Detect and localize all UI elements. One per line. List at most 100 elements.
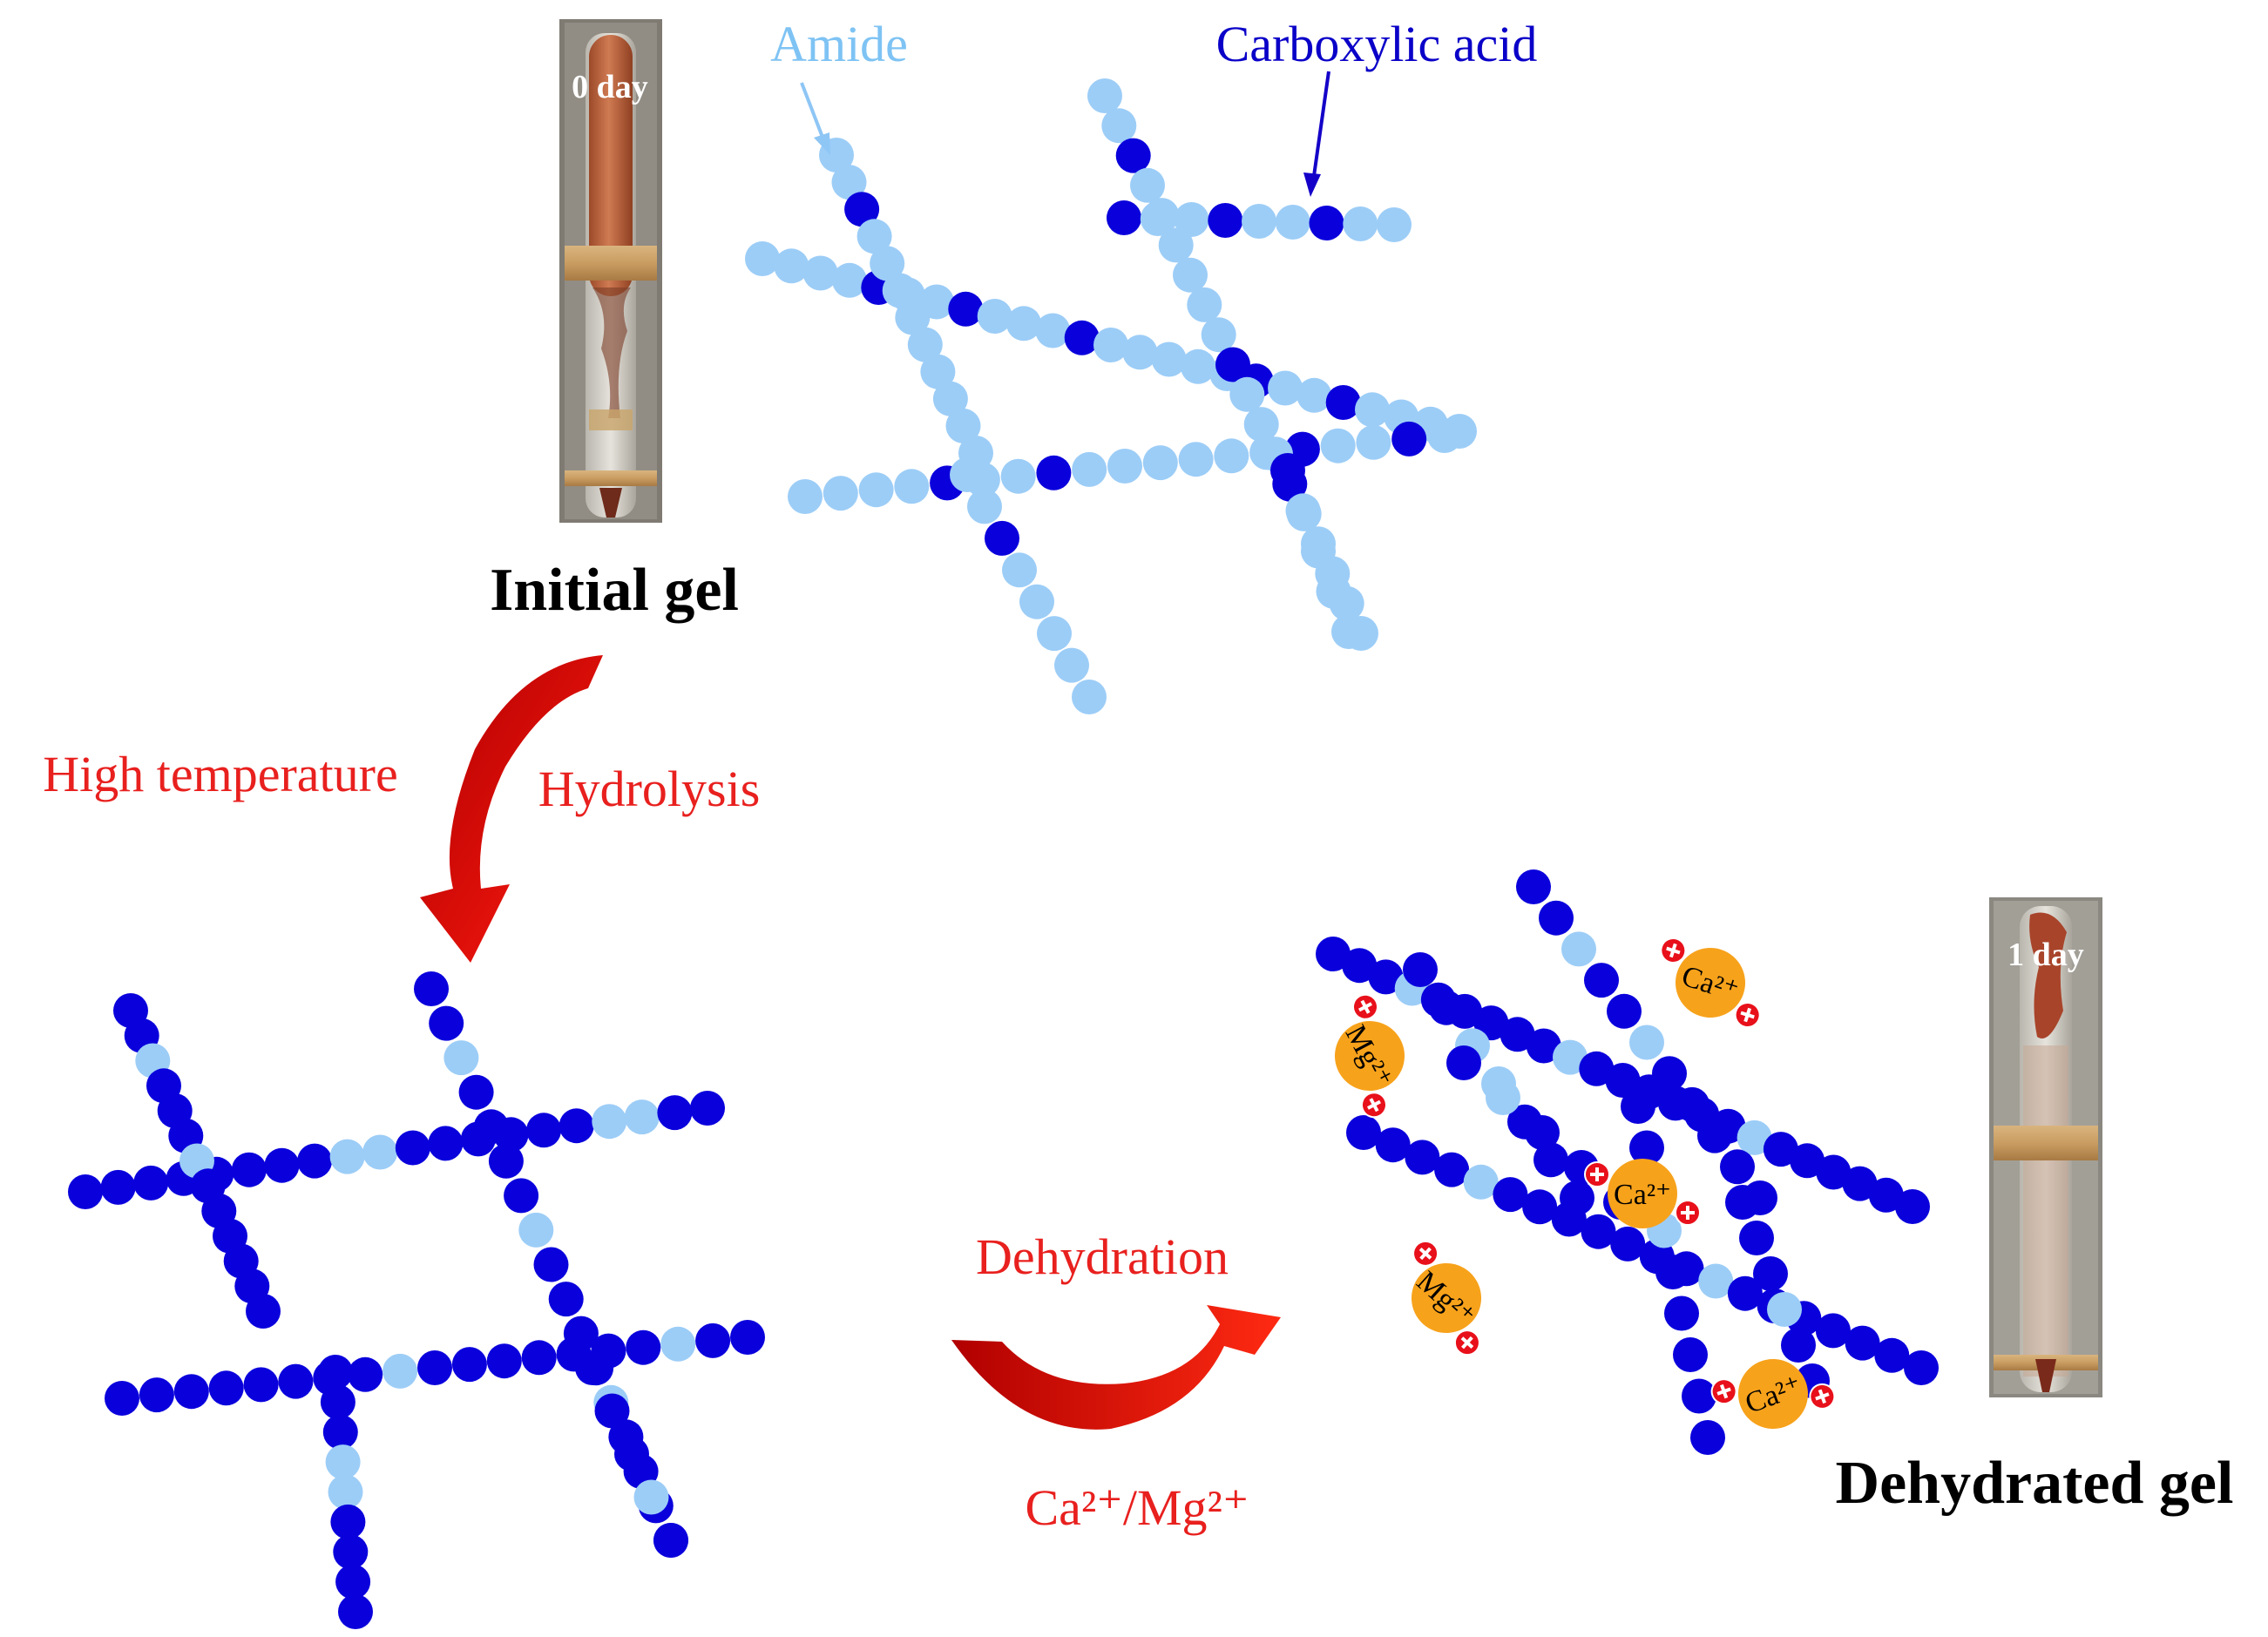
carboxylic-acid-bead bbox=[1533, 1142, 1568, 1178]
amide-bead bbox=[977, 299, 1012, 334]
dehydrated-gel-title: Dehydrated gel bbox=[1836, 1450, 2234, 1517]
carboxylic-acid-bead bbox=[626, 1329, 661, 1365]
carboxylic-acid-bead bbox=[1895, 1189, 1930, 1224]
carboxylic-acid-bead bbox=[322, 1414, 358, 1450]
carboxylic-acid-bead bbox=[690, 1091, 725, 1126]
carboxylic-acid-bead bbox=[559, 1108, 594, 1144]
carboxylic-acid-bead bbox=[1605, 1063, 1641, 1098]
amide-bead bbox=[1181, 348, 1215, 384]
carboxylic-acid-bead bbox=[1727, 1275, 1763, 1311]
carboxylic-acid-bead bbox=[105, 1381, 139, 1416]
carboxylic-acid-bead bbox=[844, 192, 880, 227]
carboxylic-acid-bead bbox=[1607, 993, 1642, 1029]
carboxylic-acid-bead bbox=[486, 1343, 522, 1379]
amide-bead bbox=[1174, 202, 1209, 237]
amide-bead bbox=[329, 1139, 365, 1174]
carboxylic-acid-bead bbox=[100, 1169, 136, 1205]
amide-bead bbox=[1002, 552, 1037, 588]
amide-bead bbox=[383, 1353, 418, 1389]
carboxylic-acid-bead bbox=[1429, 990, 1464, 1025]
amide-bead bbox=[1737, 1120, 1772, 1155]
carboxylic-acid-bead bbox=[521, 1340, 557, 1376]
amide-bead bbox=[1072, 680, 1107, 714]
calcium-ion: Ca²⁺ bbox=[1660, 937, 1761, 1028]
ca-mg-label: Ca²⁺/Mg²⁺ bbox=[1025, 1479, 1249, 1536]
amide-bead bbox=[1463, 1164, 1499, 1200]
carboxylic-acid-bead bbox=[1584, 963, 1619, 998]
amide-bead bbox=[802, 255, 838, 291]
carboxylic-acid-bead bbox=[318, 1355, 353, 1390]
carboxylic-acid-bead bbox=[335, 1564, 371, 1600]
carboxylic-acid-bead bbox=[1405, 1140, 1440, 1175]
divalent-cations: Ca²⁺Mg²⁺Ca²⁺Mg²⁺Ca²⁺ bbox=[1335, 937, 1836, 1429]
carboxylic-acid-bead bbox=[1525, 1115, 1560, 1150]
amide-bead bbox=[660, 1326, 696, 1362]
amide-bead bbox=[882, 273, 917, 308]
carboxylic-acid-bead bbox=[1816, 1154, 1852, 1190]
carboxylic-acid-bead bbox=[1725, 1185, 1760, 1220]
amide-bead bbox=[920, 354, 956, 389]
carboxylic-acid-bead bbox=[1763, 1132, 1798, 1167]
carboxylic-acid-bead bbox=[1675, 1086, 1709, 1122]
carboxylic-acid-bead bbox=[657, 1095, 693, 1131]
carboxylic-acid-bead bbox=[1874, 1337, 1910, 1373]
carboxylic-acid-bead bbox=[1375, 1127, 1411, 1163]
amide-bead bbox=[1151, 342, 1187, 377]
carboxylic-acid-bead bbox=[458, 1074, 494, 1110]
carboxylic-acid-bead bbox=[1526, 1028, 1561, 1064]
carboxylic-acid-bead bbox=[653, 1523, 688, 1558]
negative-charge-icon bbox=[1584, 1161, 1610, 1187]
carboxylic-acid-bead bbox=[730, 1320, 765, 1355]
amide-bead bbox=[1072, 451, 1107, 487]
carboxylic-acid-bead bbox=[320, 1384, 355, 1420]
amide-bead bbox=[894, 469, 930, 504]
amide-bead bbox=[1331, 614, 1366, 649]
carboxylic-acid-bead bbox=[614, 1437, 649, 1471]
carboxylic-acid-bead bbox=[68, 1174, 103, 1209]
carboxylic-acid-bead bbox=[1845, 1325, 1880, 1361]
amide-bead bbox=[870, 246, 905, 281]
carboxylic-acid-bead bbox=[1403, 952, 1438, 987]
carboxylic-acid-bead bbox=[533, 1247, 569, 1282]
carboxylic-acid-bead bbox=[264, 1147, 300, 1183]
carboxylic-acid-bead bbox=[1316, 937, 1351, 971]
amide-bead bbox=[1285, 493, 1321, 529]
carboxylic-acid-bead bbox=[1539, 900, 1574, 936]
carboxylic-acid-bead bbox=[695, 1322, 731, 1358]
carboxylic-acid-bead bbox=[1753, 1256, 1788, 1291]
initial-gel-network bbox=[745, 78, 1477, 714]
carboxylic-acid-bead bbox=[1115, 138, 1151, 173]
carboxylic-acid-bead bbox=[1391, 421, 1427, 457]
carboxylic-acid-bead bbox=[278, 1363, 314, 1399]
carboxylic-acid-bead bbox=[330, 1504, 366, 1539]
carboxylic-acid-bead bbox=[208, 1370, 244, 1406]
carboxylic-acid-bead bbox=[1493, 1177, 1528, 1213]
cation-body bbox=[1676, 948, 1745, 1018]
amide-bead bbox=[945, 408, 981, 443]
hydrolysis-label: Hydrolysis bbox=[538, 761, 761, 817]
amide-bead bbox=[858, 472, 894, 508]
carboxylic-acid-bead bbox=[1434, 1152, 1470, 1187]
amide-bead bbox=[1553, 1039, 1588, 1075]
amide-bead bbox=[967, 489, 1002, 524]
amide-bead bbox=[633, 1479, 669, 1515]
amide-bead bbox=[1561, 931, 1596, 967]
carboxylic-acid-bead bbox=[948, 291, 984, 327]
carboxylic-acid-bead bbox=[338, 1594, 373, 1629]
negative-charge-icon bbox=[1660, 937, 1687, 964]
carboxylic-acid-bead bbox=[297, 1143, 333, 1179]
amide-bead bbox=[1301, 533, 1336, 569]
amide-bead bbox=[1178, 442, 1214, 477]
amide-bead bbox=[1093, 328, 1128, 362]
amide-bead bbox=[1268, 370, 1303, 406]
amide-pointer-arrow bbox=[800, 82, 830, 155]
carboxylic-acid-bead bbox=[139, 1377, 174, 1413]
negative-charge-icon bbox=[1675, 1200, 1701, 1226]
carboxylic-acid-bead bbox=[548, 1282, 584, 1317]
amide-bead bbox=[1356, 424, 1391, 460]
carboxylic-acid-bead bbox=[1652, 1056, 1687, 1092]
negative-charge-icon bbox=[1412, 1240, 1439, 1267]
magnesium-ion: Mg²⁺ bbox=[1411, 1240, 1481, 1356]
cation-label: Ca²⁺ bbox=[1614, 1179, 1671, 1211]
carboxylic-acid-bead bbox=[417, 1350, 452, 1385]
